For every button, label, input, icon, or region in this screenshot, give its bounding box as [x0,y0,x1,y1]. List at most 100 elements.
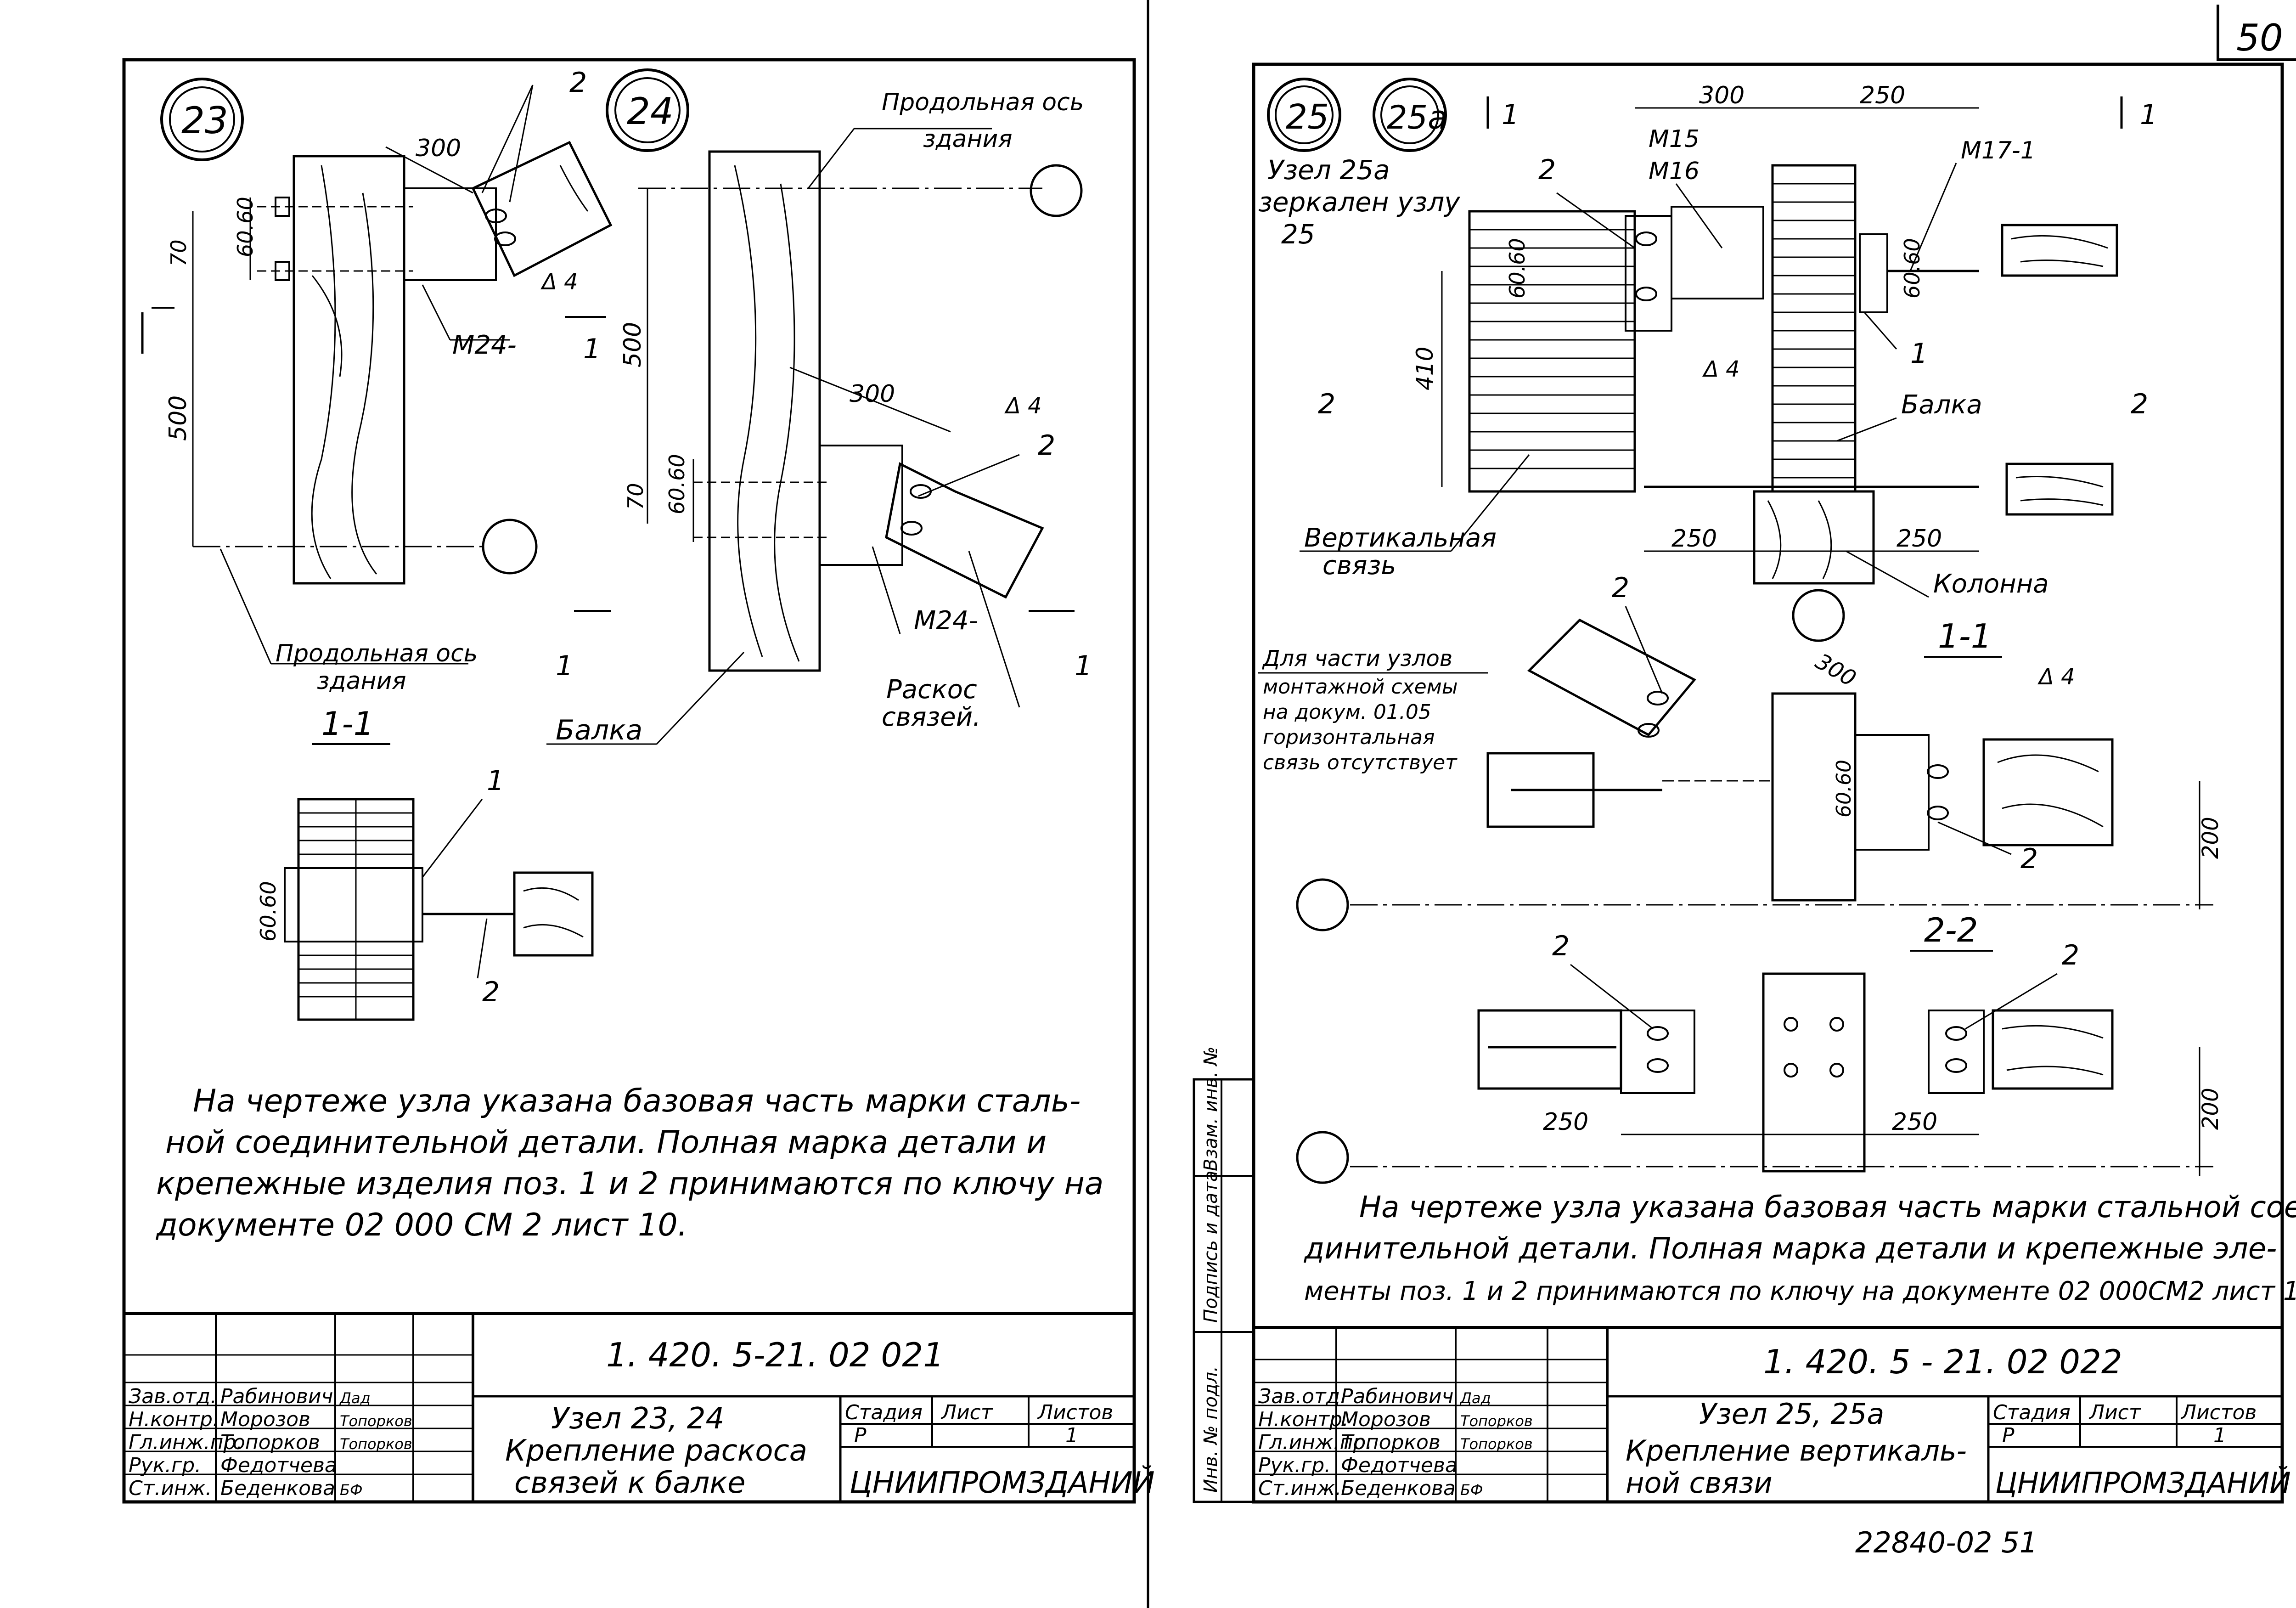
bolt-m24: М24- [914,606,978,636]
node-23-beam [293,155,405,585]
left-note: На чертеже узла указана базовая часть ма… [156,1083,1103,1243]
dim-300: 300 [850,380,895,408]
staff-signature: БФ [340,1481,363,1499]
beam-label: Балка [556,714,642,746]
dim-300: 300 [416,135,461,162]
sheets-header: Листов [2180,1401,2257,1424]
dim-250: 250 [1860,82,1905,109]
organization: ЦНИИПРОМЗДАНИЙ [850,1465,1155,1500]
note-line: ной соединительной детали. Полная марка … [165,1124,1047,1161]
staff-signature: Дад [1459,1389,1491,1407]
page-number-tab: 50 [2217,5,2296,61]
title-line: Узел 25, 25а [1699,1397,1884,1431]
staff-role: Рук.гр. [129,1454,201,1477]
right-beam-column [1644,164,2118,585]
staff-name: Федотчева [220,1454,337,1477]
dim-200: 200 [2198,817,2223,859]
archive-number: 22840-02 51 [1855,1526,2037,1559]
node-25a-marker: 25а [1373,78,1447,152]
axis-label-line2: здания [317,667,406,695]
column-label: Колонна [1933,569,2049,599]
section-title: 2-2 [1924,911,1978,949]
dim-70: 70 [623,483,648,510]
staff-signature: Топорков [1460,1412,1533,1430]
node-24-plate [693,445,903,566]
bolt-m16: М16 [1649,158,1699,185]
callout-2: 2 [2062,939,2079,971]
staff-signature: БФ [1460,1481,1483,1499]
dim-250: 250 [1671,525,1717,553]
node-23-plate [257,187,497,281]
brace-label-line1: Раскос [886,675,977,705]
node-23-axis-label: Продольная ось здания [219,548,478,695]
dim-60-60: 60.60 [1505,238,1530,299]
note-line: На чертеже узла указана базовая часть ма… [1359,1190,2296,1224]
staff-name: Федотчева [1341,1454,1458,1477]
right-top-labels: М15 М16 М17-1 2 1 Δ 4 Балка Колонна Верт… [1300,96,2157,642]
callout-2: 2 [1612,572,1629,604]
stage-header: Стадия [845,1401,923,1424]
title-line: связей к балке [514,1466,745,1500]
title-line: Узел 23, 24 [551,1402,724,1436]
staff-role: Ст.инж. [1258,1477,1341,1500]
bolt-m15: М15 [1649,125,1699,153]
stage-header: Стадия [1993,1401,2071,1424]
sheet-header: Лист [2088,1401,2141,1424]
node-23-dimensions: 300 500 70 60.60 [164,135,473,547]
note-line: динительной детали. Полная марка детали … [1304,1232,2277,1266]
bolt-m17: М17-1 [1961,137,2036,164]
organization: ЦНИИПРОМЗДАНИЙ [1995,1466,2291,1500]
right-title-block: 1. 420. 5 - 21. 02 022 Узел 25, 25а Креп… [1254,1326,2291,1502]
dim-70: 70 [166,239,191,266]
staff-role: Н.контр. [1258,1408,1349,1431]
weld-symbol: Δ 4 [1702,356,1740,382]
node-25a-label: 25а [1387,99,1447,136]
weld-symbol: Δ 4 [2037,664,2075,690]
partial-note-line: монтажной схемы [1263,675,1458,699]
partial-note-line: связь отсутствует [1263,751,1458,774]
axis-label-line2: здания [923,125,1013,153]
dim-60-60: 60.60 [233,197,258,257]
side-stamp: Инв. № подл. Подпись и дата Взам. инв. № [1193,1046,1255,1503]
staff-name: Морозов [220,1408,310,1431]
weld-symbol: Δ 4 [540,269,578,295]
section-mark-1: 1 [2140,99,2157,131]
document-code: 1. 420. 5-21. 02 021 [606,1336,944,1374]
note-line: менты поз. 1 и 2 принимаются по ключу на… [1304,1276,2296,1306]
partial-note-line: на докум. 01.05 [1263,700,1431,724]
sheet-header: Лист [940,1401,993,1424]
node-note-line: 25 [1281,219,1315,250]
title-line: Крепление вертикаль- [1626,1434,1967,1467]
callout-2: 2 [2020,843,2038,875]
staff-role: Н.контр. [129,1408,219,1431]
node-24-label: 24 [627,90,674,133]
node-note-line: зеркален узлу [1258,186,1460,218]
sheets-header: Листов [1037,1401,1113,1424]
section-title: 1-1 [321,705,374,743]
section-mark-1: 1 [556,650,573,682]
callout-2: 2 [569,67,587,99]
node-23-marker: 23 [160,78,244,161]
staff-name: Беденкова [1341,1477,1456,1500]
section-mark-2: 2 [2131,388,2148,420]
staff-role: Ст.инж. [129,1477,212,1500]
sheets-value: 1 [2213,1424,2226,1447]
node-23-label: 23 [181,99,228,142]
left-sheet: 23 24 [122,58,1155,1504]
vbrace-label-line1: Вертикальная [1304,523,1497,553]
right-sheet: Инв. № подл. Подпись и дата Взам. инв. №… [1193,62,2296,1559]
right-section-2-2: 2-2 250 250 200 2 2 [1296,911,2223,1184]
staff-name: Топорков [220,1431,320,1454]
note-line: документе 02 000 СМ 2 лист 10. [156,1207,687,1243]
section-title: 1-1 [1938,617,1992,655]
bolt-m24: М24- [452,330,517,360]
stamp-inv: Инв. № подл. [1200,1366,1221,1493]
node-note-line: Узел 25а [1267,154,1390,186]
staff-name: Рабинович [220,1385,333,1408]
dim-60-60: 60.60 [256,881,281,942]
node-24-brace [885,462,1044,599]
dim-500: 500 [164,395,192,441]
staff-role: Гл.инж.пр. [1258,1431,1372,1454]
node-note: Узел 25а зеркален узлу 25 [1258,154,1460,250]
document-code: 1. 420. 5 - 21. 02 022 [1763,1343,2122,1381]
